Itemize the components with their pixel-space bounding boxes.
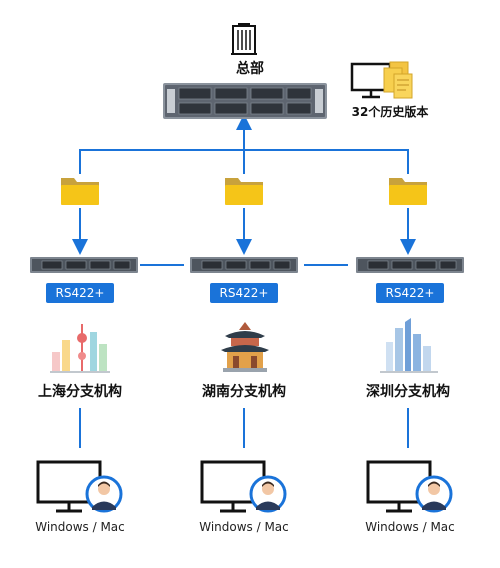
model-tag-shanghai: RS422+ [46, 283, 114, 303]
branch-name-shenzhen: 深圳分支机构 [366, 384, 450, 400]
folder-icon [389, 178, 427, 205]
branch-name-shanghai: 上海分支机构 [38, 384, 122, 400]
model-tag-hunan: RS422+ [210, 283, 278, 303]
user-monitor-icon [200, 460, 287, 513]
branch-server [356, 257, 464, 273]
client-os-hunan: Windows / Mac [199, 520, 289, 534]
branch-server [190, 257, 298, 273]
model-tag-shenzhen: RS422+ [376, 283, 444, 303]
monitor-documents-icon [350, 61, 413, 99]
branch-server [30, 257, 138, 273]
folder-icon [61, 178, 99, 205]
headquarters-label: 总部 [236, 61, 264, 77]
building-icon [231, 23, 257, 55]
branch-name-hunan: 湖南分支机构 [202, 384, 286, 400]
client-os-shanghai: Windows / Mac [35, 520, 125, 534]
hunan-pavilion-icon [221, 322, 269, 372]
shanghai-skyline-icon [50, 324, 110, 373]
folder-icon [225, 178, 263, 205]
user-monitor-icon [36, 460, 123, 513]
shenzhen-skyline-icon [380, 318, 438, 373]
hq-rack-server [163, 83, 327, 119]
user-monitor-icon [366, 460, 453, 513]
versions-label: 32个历史版本 [351, 105, 429, 119]
client-os-shenzhen: Windows / Mac [365, 520, 455, 534]
